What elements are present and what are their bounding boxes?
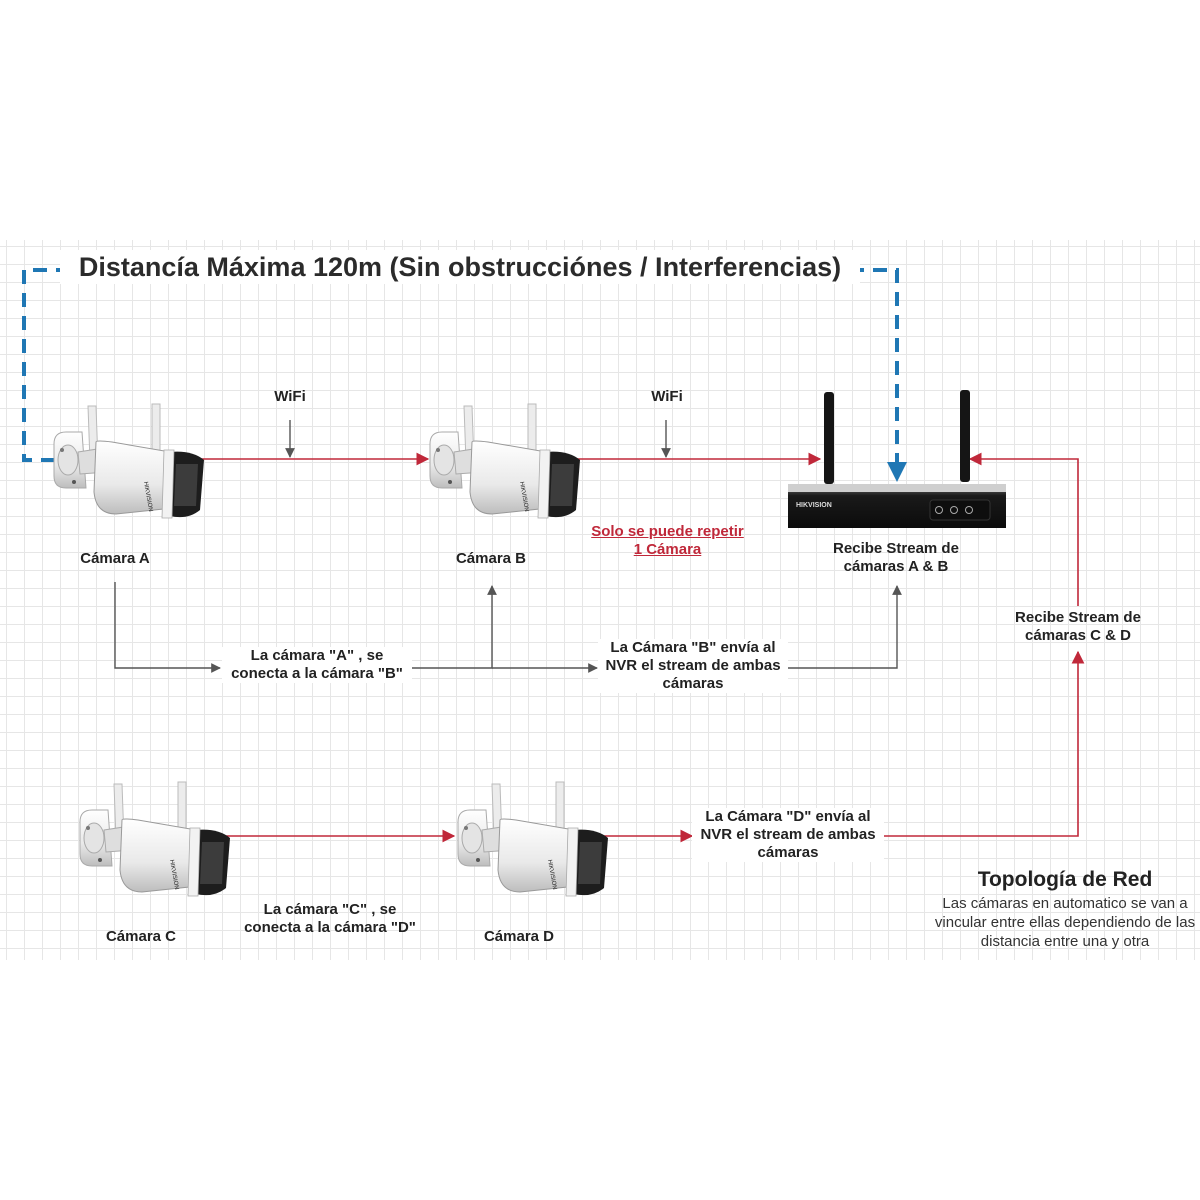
camera-d-label: Cámara D <box>483 928 555 945</box>
camera-a-label: Cámara A <box>80 550 150 567</box>
camera-d-icon <box>457 781 609 897</box>
connector-label-to-b <box>412 585 497 669</box>
link-b-nvr-label: La Cámara "B" envía al NVR el stream de … <box>598 639 788 693</box>
camera-c-icon <box>79 781 231 897</box>
cd-stream-label-line1: Recibe Stream de <box>1015 609 1141 626</box>
nvr-label-line1: Recibe Stream de <box>833 540 959 557</box>
connector-a-to-label <box>114 582 221 673</box>
link-cd-line1: La cámara "C" , se <box>263 901 397 918</box>
connector-label-to-nvr <box>784 585 902 669</box>
link-ab-label: La cámara "A" , se conecta a la cámara "… <box>222 647 412 683</box>
range-bracket-right <box>850 268 907 482</box>
camera-b-label: Cámara B <box>455 550 527 567</box>
link-ab-line1: La cámara "A" , se <box>222 647 412 665</box>
nvr-label-line2: cámaras A & B <box>843 558 949 575</box>
topology-line3: distancia entre una y otra <box>980 933 1150 950</box>
wifi-link-label-to-cd-label <box>884 650 1085 837</box>
link-d-nvr-line2: NVR el stream de ambas <box>692 826 884 844</box>
cd-stream-label: Recibe Stream de cámaras C & D <box>992 609 1164 645</box>
camera-c-label: Cámara C <box>105 928 177 945</box>
topology-line1: Las cámaras en automatico se van a <box>942 895 1188 912</box>
link-b-nvr-line1: La Cámara "B" envía al <box>598 639 788 657</box>
topology-title: Topología de Red <box>977 868 1153 891</box>
link-cd-label: La cámara "C" , se conecta a la cámara "… <box>235 901 425 937</box>
nvr-brand: HIKVISION <box>796 502 832 509</box>
wifi-label-1: WiFi <box>274 388 306 405</box>
nvr-label: Recibe Stream de cámaras A & B <box>810 540 982 576</box>
link-b-nvr-line2: NVR el stream de ambas <box>598 657 788 675</box>
cd-stream-label-line2: cámaras C & D <box>1025 627 1131 644</box>
repeat-note: Solo se puede repetir 1 Cámara <box>580 523 755 559</box>
repeat-note-line2: 1 Cámara <box>633 541 702 558</box>
link-ab-line2: conecta a la cámara "B" <box>222 665 412 683</box>
link-d-nvr-line1: La Cámara "D" envía al <box>692 808 884 826</box>
wifi-link-cd-to-nvr <box>968 452 1079 606</box>
link-b-nvr-line3: cámaras <box>598 675 788 693</box>
nvr-icon: HIKVISION <box>788 390 1006 528</box>
topology-line2: vincular entre ellas dependiendo de las <box>934 914 1196 931</box>
camera-b-icon <box>429 403 581 519</box>
repeat-note-line1: Solo se puede repetir <box>591 523 744 540</box>
range-bracket-left <box>22 268 70 462</box>
wifi-label-2: WiFi <box>651 388 683 405</box>
link-cd-line2: conecta a la cámara "D" <box>244 919 416 936</box>
link-d-nvr-label: La Cámara "D" envía al NVR el stream de … <box>692 808 884 862</box>
camera-a-icon <box>53 403 205 519</box>
topology-description: Las cámaras en automatico se van a vincu… <box>925 894 1200 951</box>
link-d-nvr-line3: cámaras <box>692 844 884 862</box>
page-title: Distancía Máxima 120m (Sin obstrucciónes… <box>60 250 860 284</box>
